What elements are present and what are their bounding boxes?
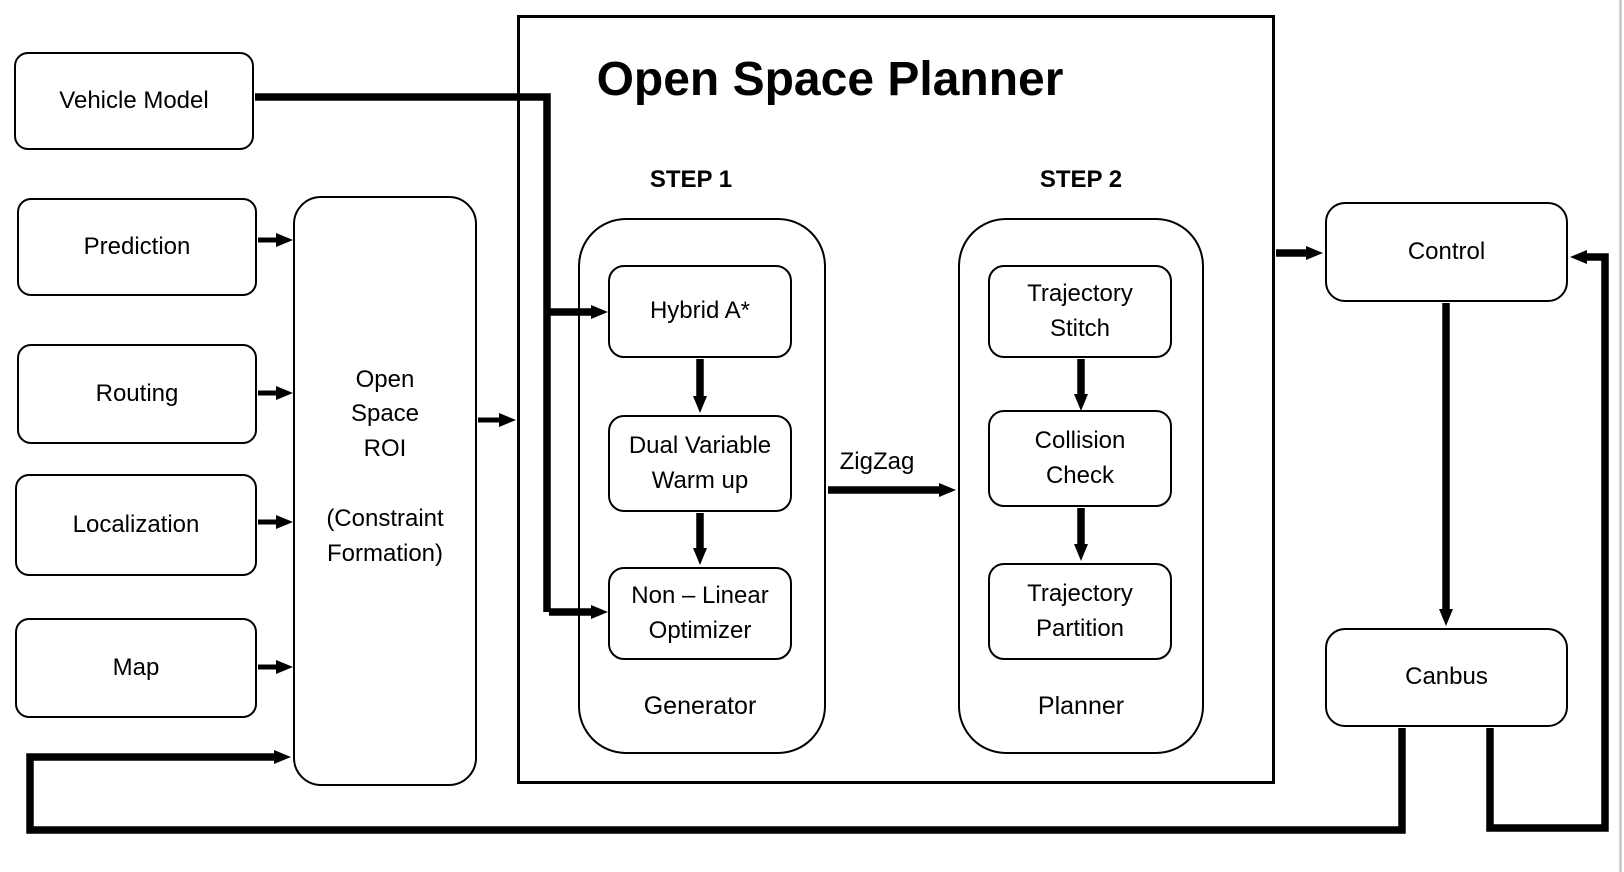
hybrid-a-star-node: Hybrid A*: [608, 265, 792, 358]
map-label: Map: [112, 653, 160, 681]
collision-check-label: Collision Check: [1034, 426, 1126, 489]
non-linear-optimizer-label: Non – Linear Optimizer: [631, 581, 769, 644]
open-space-roi-label: Open Space ROI (Constraint Formation): [326, 365, 444, 567]
canbus-to-control-feedback-arrow: [1486, 250, 1609, 832]
generator-caption: Generator: [643, 692, 757, 720]
collision-check-node: Collision Check: [988, 410, 1172, 507]
dual-variable-warm-up-label: Dual Variable Warm up: [628, 431, 772, 494]
trajectory-stitch-label: Trajectory Stitch: [1027, 279, 1133, 342]
prediction-node: Prediction: [17, 198, 257, 296]
map-node: Map: [15, 618, 257, 718]
control-label: Control: [1407, 237, 1486, 265]
trajectory-stitch-node: Trajectory Stitch: [988, 265, 1172, 358]
vehicle-model-label: Vehicle Model: [59, 86, 209, 114]
hybrid-a-star-label: Hybrid A*: [649, 297, 751, 325]
trajectory-partition-node: Trajectory Partition: [988, 563, 1172, 660]
canbus-label: Canbus: [1405, 663, 1488, 691]
trajectory-partition-label: Trajectory Partition: [1027, 579, 1133, 642]
non-linear-optimizer-node: Non – Linear Optimizer: [608, 567, 792, 660]
vehicle-model-node: Vehicle Model: [14, 52, 254, 150]
step2-label: STEP 2: [1039, 166, 1123, 193]
routing-label: Routing: [95, 379, 179, 407]
planner-caption: Planner: [1037, 692, 1125, 720]
diagram-title: Open Space Planner: [596, 53, 1064, 106]
control-node: Control: [1325, 202, 1568, 302]
prediction-label: Prediction: [83, 232, 191, 260]
open-space-roi-node: Open Space ROI (Constraint Formation): [293, 196, 477, 786]
zigzag-edge-label: ZigZag: [839, 448, 915, 475]
canbus-node: Canbus: [1325, 628, 1568, 727]
localization-node: Localization: [15, 474, 257, 576]
step1-label: STEP 1: [649, 166, 733, 193]
dual-variable-warm-up-node: Dual Variable Warm up: [608, 415, 792, 512]
routing-node: Routing: [17, 344, 257, 444]
localization-label: Localization: [72, 510, 200, 538]
